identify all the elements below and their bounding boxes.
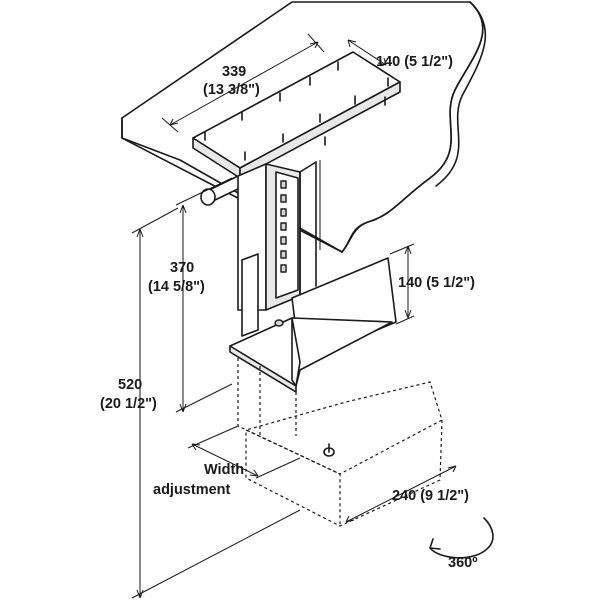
vertical-column (237, 161, 317, 337)
base-depth-label: 240 (9 1/2") (392, 488, 469, 504)
width-adjustment-line1: Width (204, 462, 244, 478)
side-height-label: 140 (5 1/2") (398, 275, 475, 291)
dimension-column-height: 370 (14 5/8") (148, 160, 321, 413)
top-width-imperial: (13 3/8") (203, 82, 260, 98)
total-height-metric: 520 (118, 377, 142, 393)
computer-holder (229, 257, 397, 393)
rotation-indicator: 360º (429, 517, 494, 571)
width-adjustment-line2: adjustment (153, 482, 231, 498)
top-depth-label: 140 (5 1/2") (376, 54, 453, 70)
total-height-imperial: (20 1/2") (100, 396, 157, 412)
dimension-top-width: 339 (13 3/8") (161, 33, 325, 133)
column-height-metric: 370 (170, 260, 194, 276)
width-adjustment: Width adjustment (153, 425, 301, 498)
dimension-base-depth: 240 (9 1/2") (345, 465, 469, 523)
top-width-metric: 339 (222, 64, 246, 80)
dimension-side-height: 140 (5 1/2") (389, 243, 475, 325)
dimension-top-depth: 140 (5 1/2") (347, 39, 453, 70)
computer-outline-dashed (237, 358, 443, 527)
rotation-label: 360º (448, 555, 478, 571)
dimension-total-height: 520 (20 1/2") (100, 207, 301, 599)
plate-screws (204, 61, 389, 161)
column-height-imperial: (14 5/8") (148, 279, 205, 295)
